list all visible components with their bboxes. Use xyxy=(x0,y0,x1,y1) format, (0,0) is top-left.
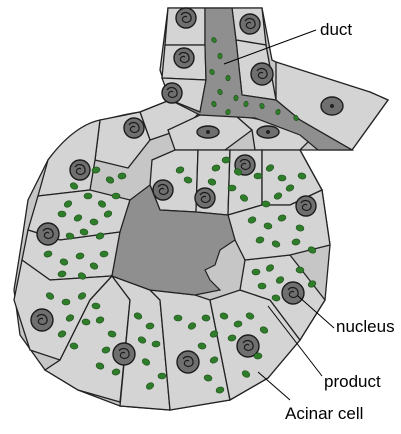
nucleus-icon xyxy=(257,126,279,138)
granule xyxy=(222,157,231,164)
duct-label: duct xyxy=(320,21,352,38)
upper-cell-3 xyxy=(38,120,100,196)
granule xyxy=(202,315,211,322)
nucleus-icon xyxy=(197,126,219,138)
nucleus-icon xyxy=(124,118,144,138)
acinar-cells xyxy=(14,8,388,410)
nucleus-icon xyxy=(177,351,199,373)
nucleus-icon xyxy=(70,160,90,180)
granule xyxy=(112,193,120,199)
granule xyxy=(100,251,108,258)
nucleus-icon xyxy=(113,343,135,365)
nucleus-icon xyxy=(31,309,53,331)
granule xyxy=(252,269,260,275)
nucleus-icon xyxy=(240,14,260,34)
granule xyxy=(158,373,166,379)
granule xyxy=(152,341,160,348)
nucleus-icon xyxy=(162,83,182,103)
nucleus-label: nucleus xyxy=(336,318,395,335)
nucleus-icon xyxy=(174,48,194,68)
granule xyxy=(118,173,127,180)
granule xyxy=(226,75,231,81)
granule xyxy=(258,283,266,289)
granule xyxy=(296,267,305,274)
nucleus-icon xyxy=(37,223,59,245)
granule xyxy=(58,211,66,218)
granule xyxy=(218,53,223,59)
granule xyxy=(254,173,262,179)
granule xyxy=(174,315,182,321)
nucleus-icon xyxy=(195,188,215,208)
nucleus-icon xyxy=(321,97,343,115)
nucleus-icon xyxy=(251,63,273,85)
granule xyxy=(92,303,100,310)
nucleus-icon xyxy=(153,180,173,200)
granule xyxy=(278,175,286,182)
granule xyxy=(254,353,263,360)
granule xyxy=(62,299,70,305)
nucleus-icon xyxy=(282,282,304,304)
nucleus-icon xyxy=(296,196,316,216)
granule xyxy=(228,185,236,191)
granule xyxy=(84,193,92,199)
nucleus-icon xyxy=(176,8,196,28)
product-label: product xyxy=(324,373,381,390)
acinar-cell-label: Acinar cell xyxy=(285,405,363,422)
acinar-cell-leader-line xyxy=(258,372,290,400)
